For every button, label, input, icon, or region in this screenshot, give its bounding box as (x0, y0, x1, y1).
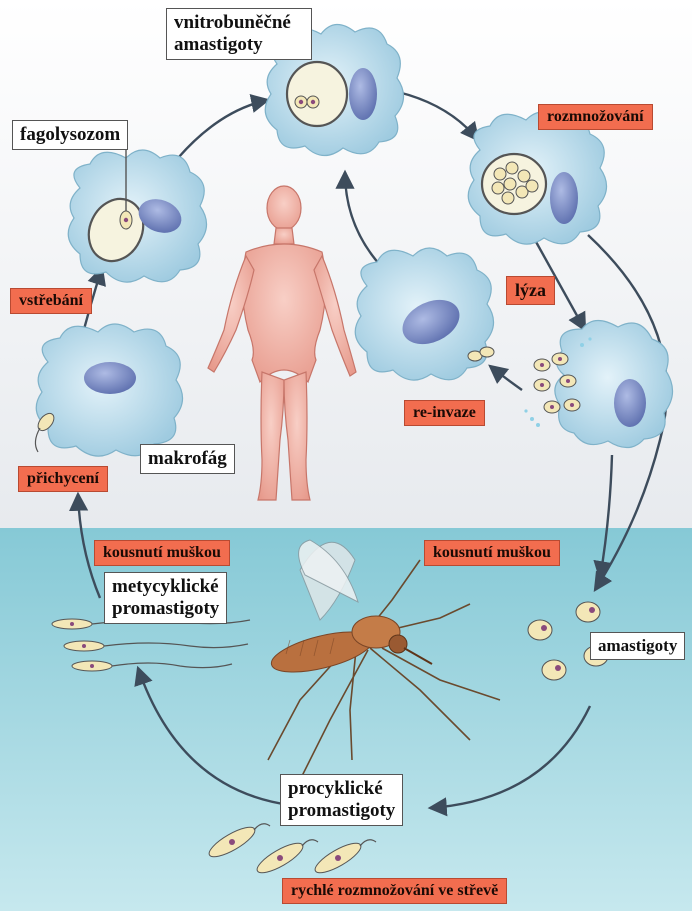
label-attachment: přichycení (18, 466, 108, 492)
label-rapid-multiplication-gut: rychlé rozmnožování ve střevě (282, 878, 507, 904)
macrophage-multiplication (468, 112, 606, 244)
label-sandfly-bite-right: kousnutí muškou (424, 540, 560, 566)
label-metacyclic-line2: promastigoty (112, 598, 219, 620)
label-procyclic-promastigotes: procyklické promastigoty (280, 774, 403, 826)
label-procyclic-line1: procyklické (288, 778, 395, 800)
macrophage-attachment (35, 324, 183, 456)
macrophage-reinvasion (355, 248, 494, 380)
label-procyclic-line2: promastigoty (288, 800, 395, 822)
label-intracellular-line2: amastigoty (174, 34, 304, 56)
label-sandfly-bite-left: kousnutí muškou (94, 540, 230, 566)
label-reinvasion: re-invaze (404, 400, 485, 426)
label-macrophage: makrofág (140, 444, 235, 474)
macrophage-phagolysosome (68, 148, 206, 282)
label-multiplication: rozmnožování (538, 104, 653, 130)
label-lysis: lýza (506, 276, 555, 305)
label-intracellular-line1: vnitrobuněčné (174, 12, 304, 34)
label-metacyclic-promastigotes: metycyklické promastigoty (104, 572, 227, 624)
label-phagolysosome: fagolysozom (12, 120, 128, 150)
label-metacyclic-line1: metycyklické (112, 576, 219, 598)
label-uptake: vstřebání (10, 288, 92, 314)
label-intracellular-amastigotes: vnitrobuněčné amastigoty (166, 8, 312, 60)
label-amastigotes: amastigoty (590, 632, 685, 660)
